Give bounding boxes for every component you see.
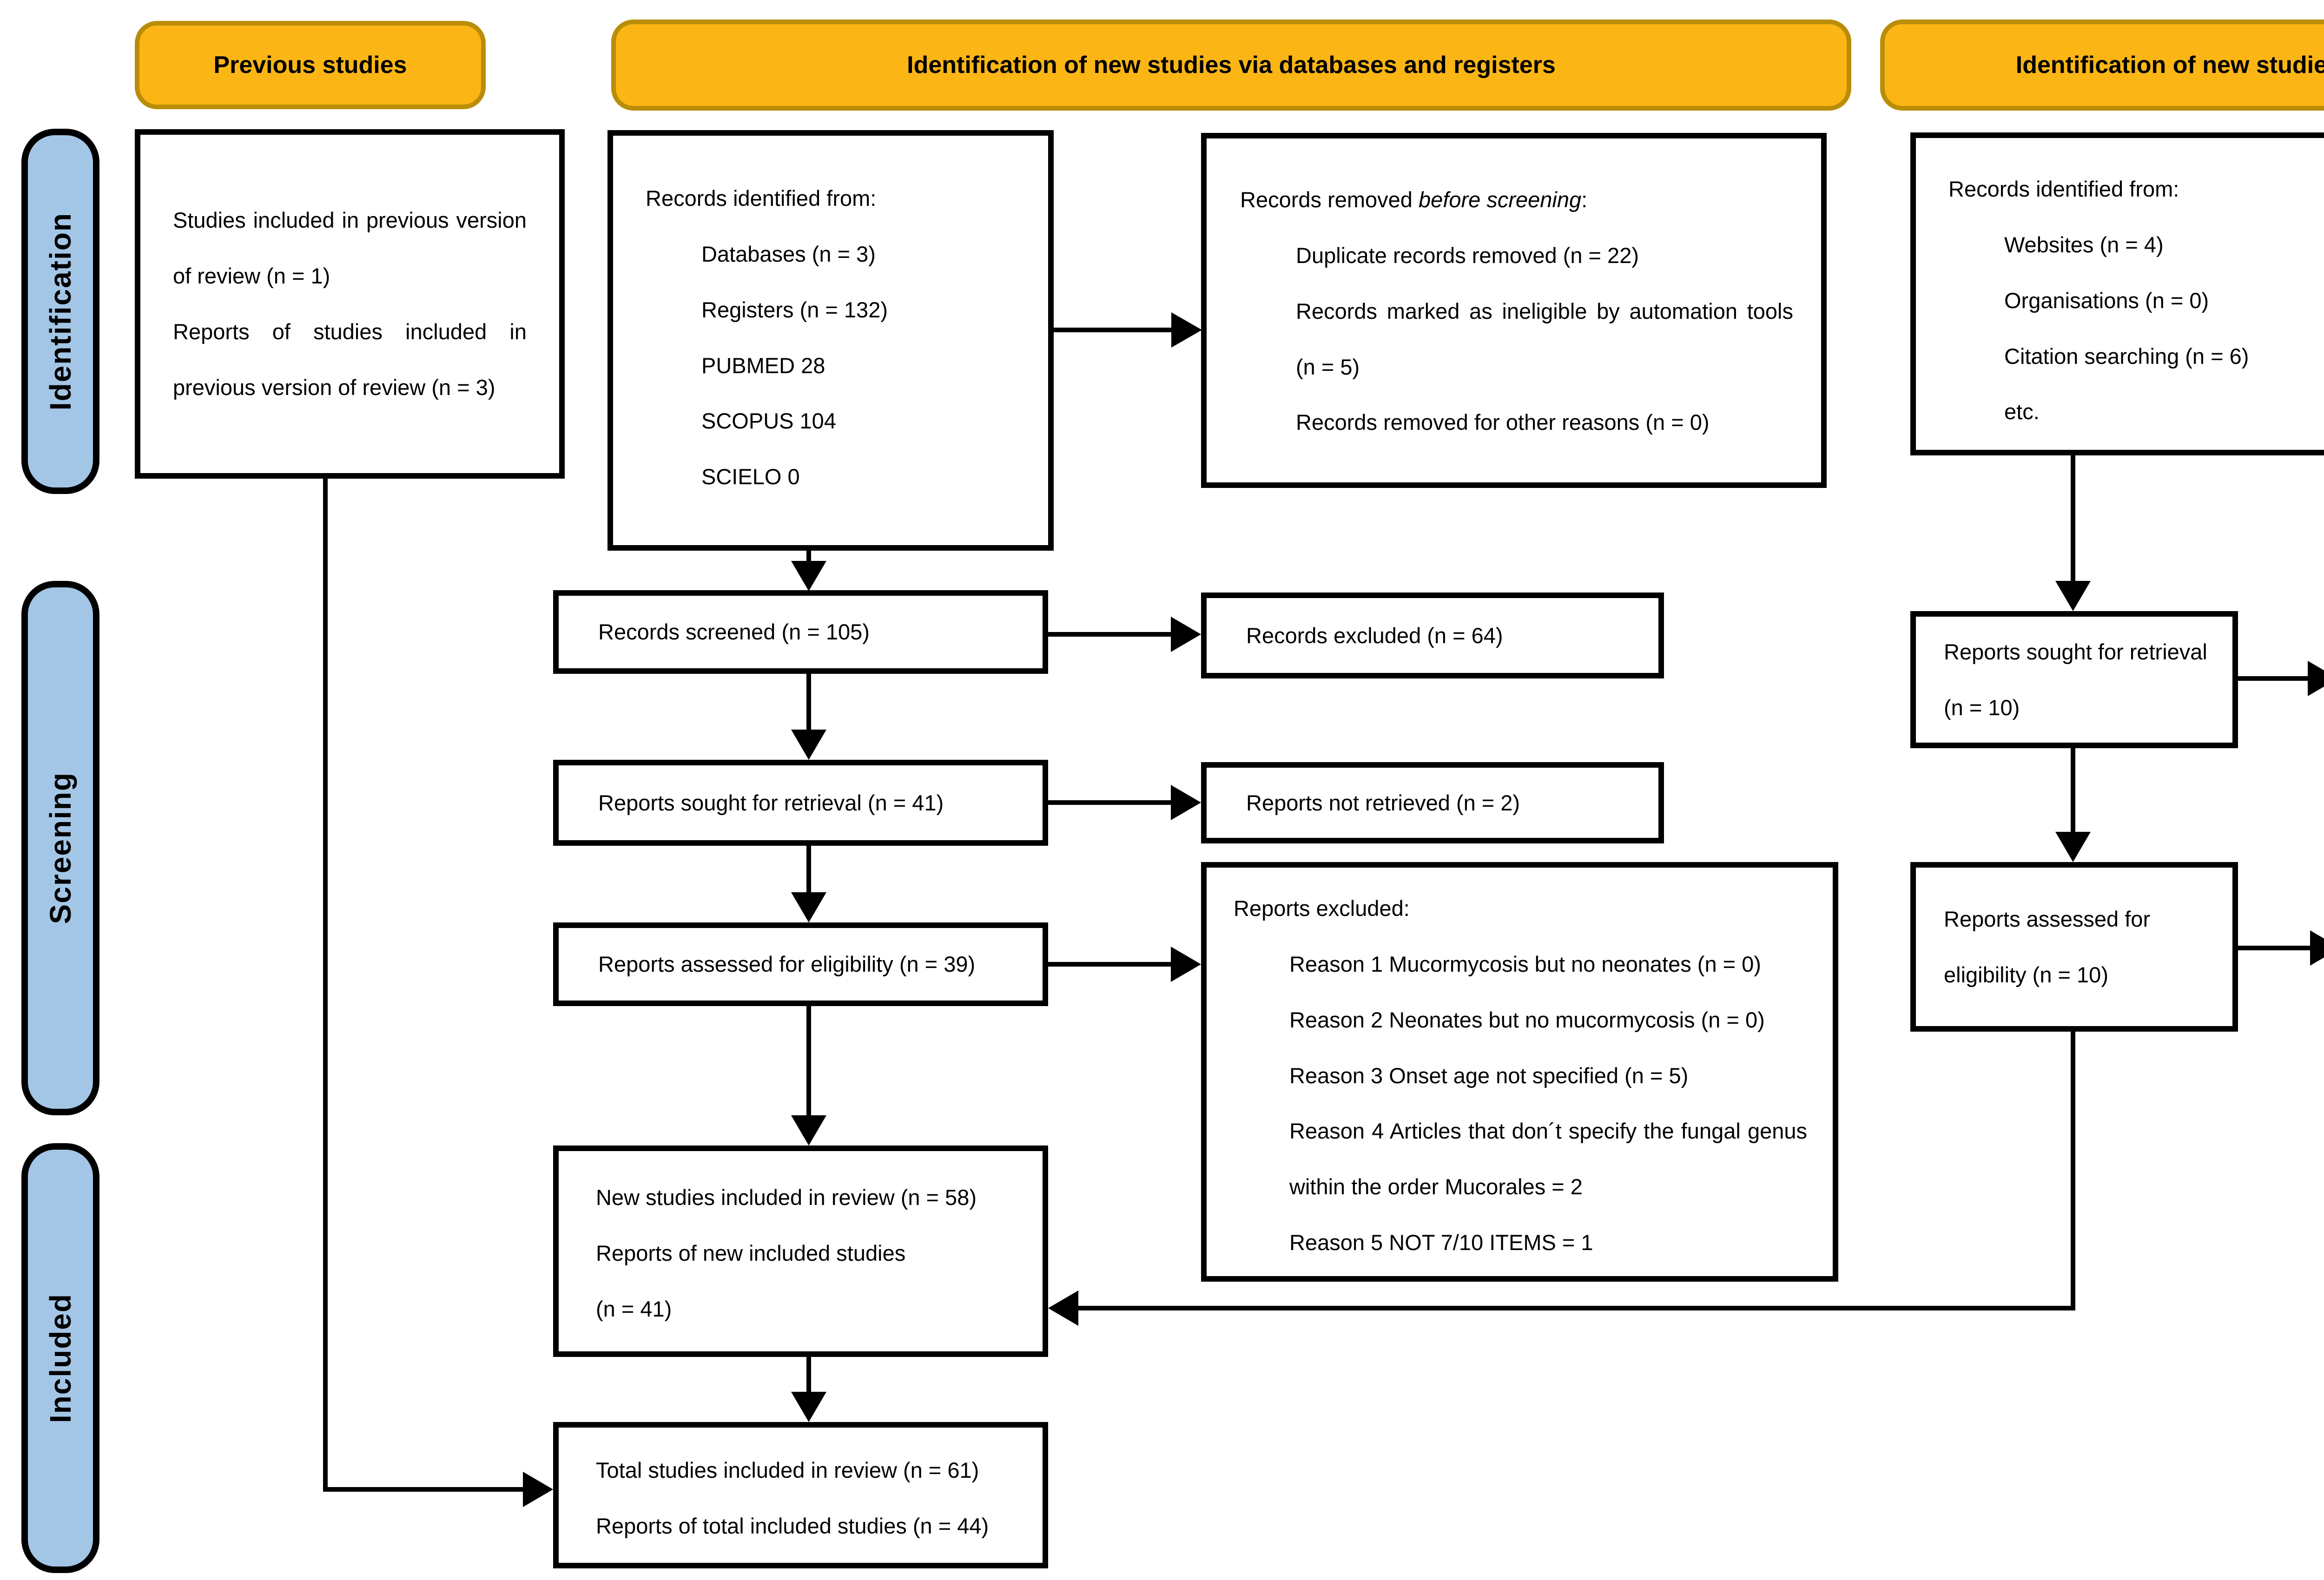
box-reports-sought: Reports sought for retrieval (n = 41) [553, 760, 1048, 846]
records-removed-title-italic: before screening [1419, 187, 1582, 212]
records-removed-title-suffix: : [1581, 187, 1588, 212]
stage-identification-label: Identification [44, 212, 77, 411]
box-reports-not-retrieved: Reports not retrieved (n = 2) [1201, 762, 1664, 843]
arrow-previous-to-total [323, 479, 553, 1507]
box-records-identified-other: Records identified from: Websites (n = 4… [1910, 132, 2324, 455]
records-removed-item: Duplicate records removed (n = 22) [1296, 243, 1639, 268]
arrow-othersought-to-assessed [2055, 748, 2091, 862]
arrow-otherassessed-to-newincluded [1048, 1032, 2075, 1326]
box-records-identified-databases: Records identified from: Databases (n = … [607, 130, 1054, 551]
previous-studies-line1: Studies included in previous version of … [173, 208, 527, 289]
records-identified-item: Registers (n = 132) [701, 297, 888, 322]
header-databases-registers-label: Identification of new studies via databa… [907, 52, 1556, 79]
reports-sought-other-label: Reports sought for retrieval (n = 10) [1944, 639, 2207, 720]
box-new-studies-included: New studies included in review (n = 58) … [553, 1146, 1048, 1357]
reports-excluded-title: Reports excluded: [1234, 896, 1410, 921]
reports-sought-label: Reports sought for retrieval (n = 41) [598, 790, 944, 815]
arrow-othersought-to-notretrieved [2238, 661, 2324, 696]
reports-excluded-reason: Reason 3 Onset age not specified (n = 5) [1289, 1063, 1689, 1088]
stage-screening: Screening [21, 581, 99, 1115]
new-included-line1: New studies included in review (n = 58) [596, 1185, 977, 1210]
new-included-line2: Reports of new included studies [596, 1240, 906, 1265]
stage-included-label: Included [44, 1293, 77, 1423]
arrow-sought-to-assessed [791, 846, 826, 922]
header-databases-registers: Identification of new studies via databa… [611, 20, 1851, 111]
records-removed-item: Records removed for other reasons (n = 0… [1296, 410, 1710, 435]
box-records-excluded: Records excluded (n = 64) [1201, 592, 1664, 678]
arrow-assessed-to-excludedreasons [1048, 947, 1201, 982]
records-excluded-label: Records excluded (n = 64) [1246, 623, 1503, 648]
previous-studies-line2: Reports of studies included in previous … [173, 319, 527, 400]
reports-assessed-other-label: Reports assessed for eligibility (n = 10… [1944, 906, 2151, 987]
box-records-removed: Records removed before screening: Duplic… [1201, 133, 1827, 488]
records-identified-item: SCOPUS 104 [701, 408, 836, 434]
records-identified-other-item: Websites (n = 4) [2004, 232, 2164, 257]
records-identified-other-title: Records identified from: [1948, 177, 2179, 201]
reports-assessed-label: Reports assessed for eligibility (n = 39… [598, 952, 976, 977]
box-reports-assessed-other: Reports assessed for eligibility (n = 10… [1910, 862, 2238, 1032]
arrow-identified-to-removed [1054, 312, 1202, 348]
header-previous-studies-label: Previous studies [213, 52, 407, 79]
records-identified-item: Databases (n = 3) [701, 241, 876, 266]
arrow-otherassessed-to-excluded [2238, 930, 2324, 966]
box-reports-excluded-reasons: Reports excluded: Reason 1 Mucormycosis … [1201, 862, 1838, 1282]
records-removed-title: Records removed before screening: [1240, 172, 1793, 228]
records-removed-item: Records marked as ineligible by automati… [1296, 298, 1793, 379]
total-included-line1: Total studies included in review (n = 61… [596, 1458, 979, 1482]
records-identified-title: Records identified from: [646, 186, 877, 211]
box-records-screened: Records screened (n = 105) [553, 590, 1048, 674]
arrow-assessed-to-newincluded [791, 1006, 826, 1146]
reports-excluded-reason: Reason 1 Mucormycosis but no neonates (n… [1289, 951, 1761, 976]
arrow-sought-to-notretrieved [1048, 785, 1201, 820]
records-removed-title-prefix: Records removed [1240, 187, 1419, 212]
box-total-studies-included: Total studies included in review (n = 61… [553, 1422, 1048, 1568]
header-previous-studies: Previous studies [135, 21, 486, 109]
stage-identification: Identification [21, 129, 99, 494]
header-other-methods: Identification of new studies via other … [1880, 20, 2324, 111]
box-reports-assessed: Reports assessed for eligibility (n = 39… [553, 922, 1048, 1006]
stage-screening-label: Screening [44, 772, 77, 924]
arrow-newincluded-to-total [791, 1357, 826, 1422]
box-previous-studies: Studies included in previous version of … [135, 129, 565, 479]
header-other-methods-label: Identification of new studies via other … [2015, 52, 2324, 79]
total-included-line2: Reports of total included studies (n = 4… [596, 1513, 989, 1538]
records-identified-item: SCIELO 0 [701, 464, 800, 489]
arrow-screened-to-sought [791, 674, 826, 760]
reports-not-retrieved-label: Reports not retrieved (n = 2) [1246, 790, 1520, 815]
arrow-screened-to-excluded [1048, 617, 1201, 652]
stage-included: Included [21, 1143, 99, 1573]
reports-excluded-reason: Reason 2 Neonates but no mucormycosis (n… [1289, 1007, 1765, 1032]
records-identified-other-item: etc. [2004, 399, 2040, 424]
arrow-identified-to-screened [791, 551, 826, 591]
records-identified-other-item: Organisations (n = 0) [2004, 288, 2209, 313]
records-identified-other-item: Citation searching (n = 6) [2004, 343, 2249, 369]
new-included-line3: (n = 41) [596, 1296, 672, 1321]
records-identified-item: PUBMED 28 [701, 353, 825, 378]
reports-excluded-reason: Reason 4 Articles that don´t specify the… [1289, 1119, 1807, 1199]
reports-excluded-reason: Reason 5 NOT 7/10 ITEMS = 1 [1289, 1230, 1593, 1255]
records-screened-label: Records screened (n = 105) [598, 619, 870, 645]
box-reports-sought-other: Reports sought for retrieval (n = 10) [1910, 611, 2238, 748]
arrow-otheridentified-to-sought [2055, 455, 2091, 611]
